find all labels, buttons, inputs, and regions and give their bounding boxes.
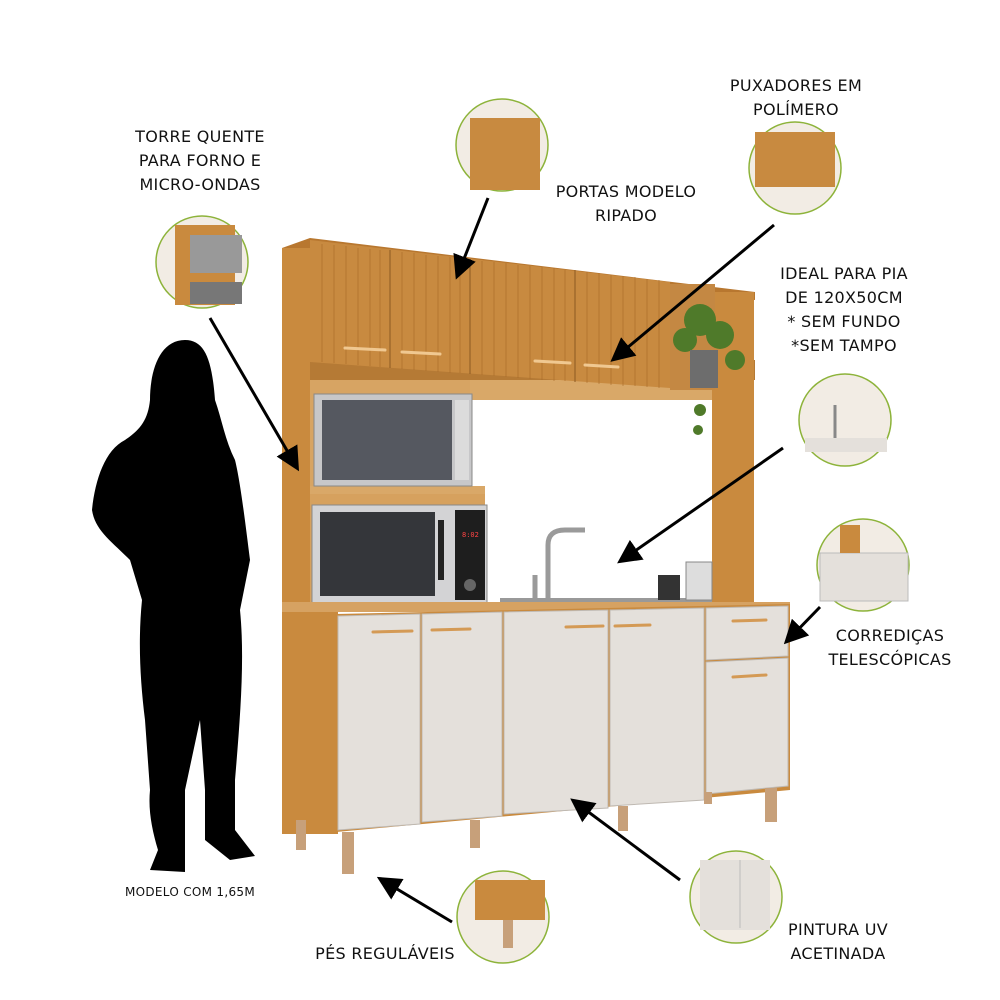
- legs: [296, 788, 777, 874]
- label-portas-ripado: PORTAS MODELO RIPADO: [536, 180, 716, 228]
- label-line: PARA FORNO E: [138, 151, 262, 170]
- label-line: POLÍMERO: [753, 100, 839, 119]
- label-pes-regulaveis: PÉS REGULÁVEIS: [315, 944, 455, 963]
- upper-ribbed-doors: [310, 240, 670, 388]
- detail-circle-sink: [798, 373, 892, 467]
- label-line: MICRO-ONDAS: [139, 175, 261, 194]
- label-line: CORREDIÇAS: [835, 626, 945, 645]
- label-line: RIPADO: [594, 206, 658, 225]
- label-line: IDEAL PARA PIA: [780, 264, 908, 283]
- label-line: PINTURA UV: [788, 920, 888, 939]
- microwave: 8:02: [311, 504, 488, 606]
- label-line: DE 120X50CM: [785, 288, 903, 307]
- annotation-arrows: [208, 197, 822, 924]
- label-line: TORRE QUENTE: [135, 127, 265, 146]
- label-line: PORTAS MODELO: [555, 182, 697, 201]
- plant: [673, 304, 745, 435]
- label-line: TELESCÓPICAS: [828, 650, 952, 669]
- label-corredicas: CORREDIÇAS TELESCÓPICAS: [800, 624, 980, 672]
- microwave-display: 8:02: [462, 531, 479, 539]
- label-line: ACETINADA: [790, 944, 886, 963]
- label-torre-quente: TORRE QUENTE PARA FORNO E MICRO-ONDAS: [110, 125, 290, 197]
- label-ideal-pia: IDEAL PARA PIA DE 120X50CM * SEM FUNDO *…: [754, 262, 934, 358]
- label-modelo-altura: MODELO COM 1,65M: [124, 885, 255, 899]
- person-silhouette: [92, 340, 255, 872]
- detail-circles: [155, 98, 910, 964]
- sink-faucet: [532, 527, 585, 600]
- label-line: * SEM FUNDO: [787, 312, 901, 331]
- oven: [313, 393, 473, 487]
- label-puxadores: PUXADORES EM POLÍMERO: [706, 74, 886, 122]
- label-line: *SEM TAMPO: [791, 336, 897, 355]
- label-pintura: PINTURA UV ACETINADA: [748, 918, 928, 966]
- base-doors: [337, 605, 789, 831]
- kitchen-cabinet: 8:02: [282, 238, 790, 874]
- label-line: PUXADORES EM: [729, 76, 863, 95]
